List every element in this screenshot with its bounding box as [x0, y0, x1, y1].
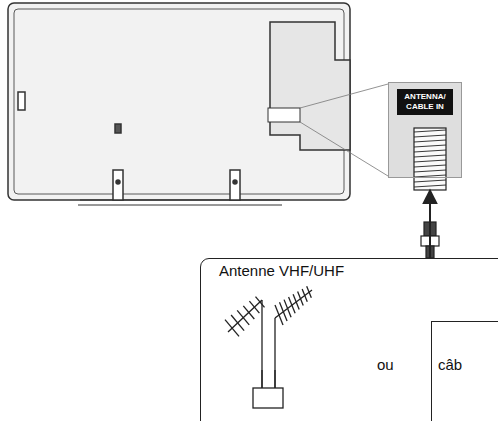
- antenna-drawing: [225, 286, 312, 408]
- threaded-connector: [414, 128, 446, 190]
- tv-back: [8, 3, 350, 205]
- cable-box: câb: [431, 321, 498, 421]
- callout-box: ANTENNA/ CABLE IN: [388, 82, 462, 178]
- connector-arrow: [429, 190, 431, 258]
- callout-leader: [300, 84, 388, 176]
- panel-heading: Antenne VHF/UHF: [219, 262, 498, 279]
- label-text: ou: [377, 356, 394, 373]
- box-label: câb: [438, 356, 498, 373]
- port-label: ANTENNA/ CABLE IN: [397, 89, 453, 115]
- source-panel: Antenne VHF/UHF câb: [200, 258, 498, 421]
